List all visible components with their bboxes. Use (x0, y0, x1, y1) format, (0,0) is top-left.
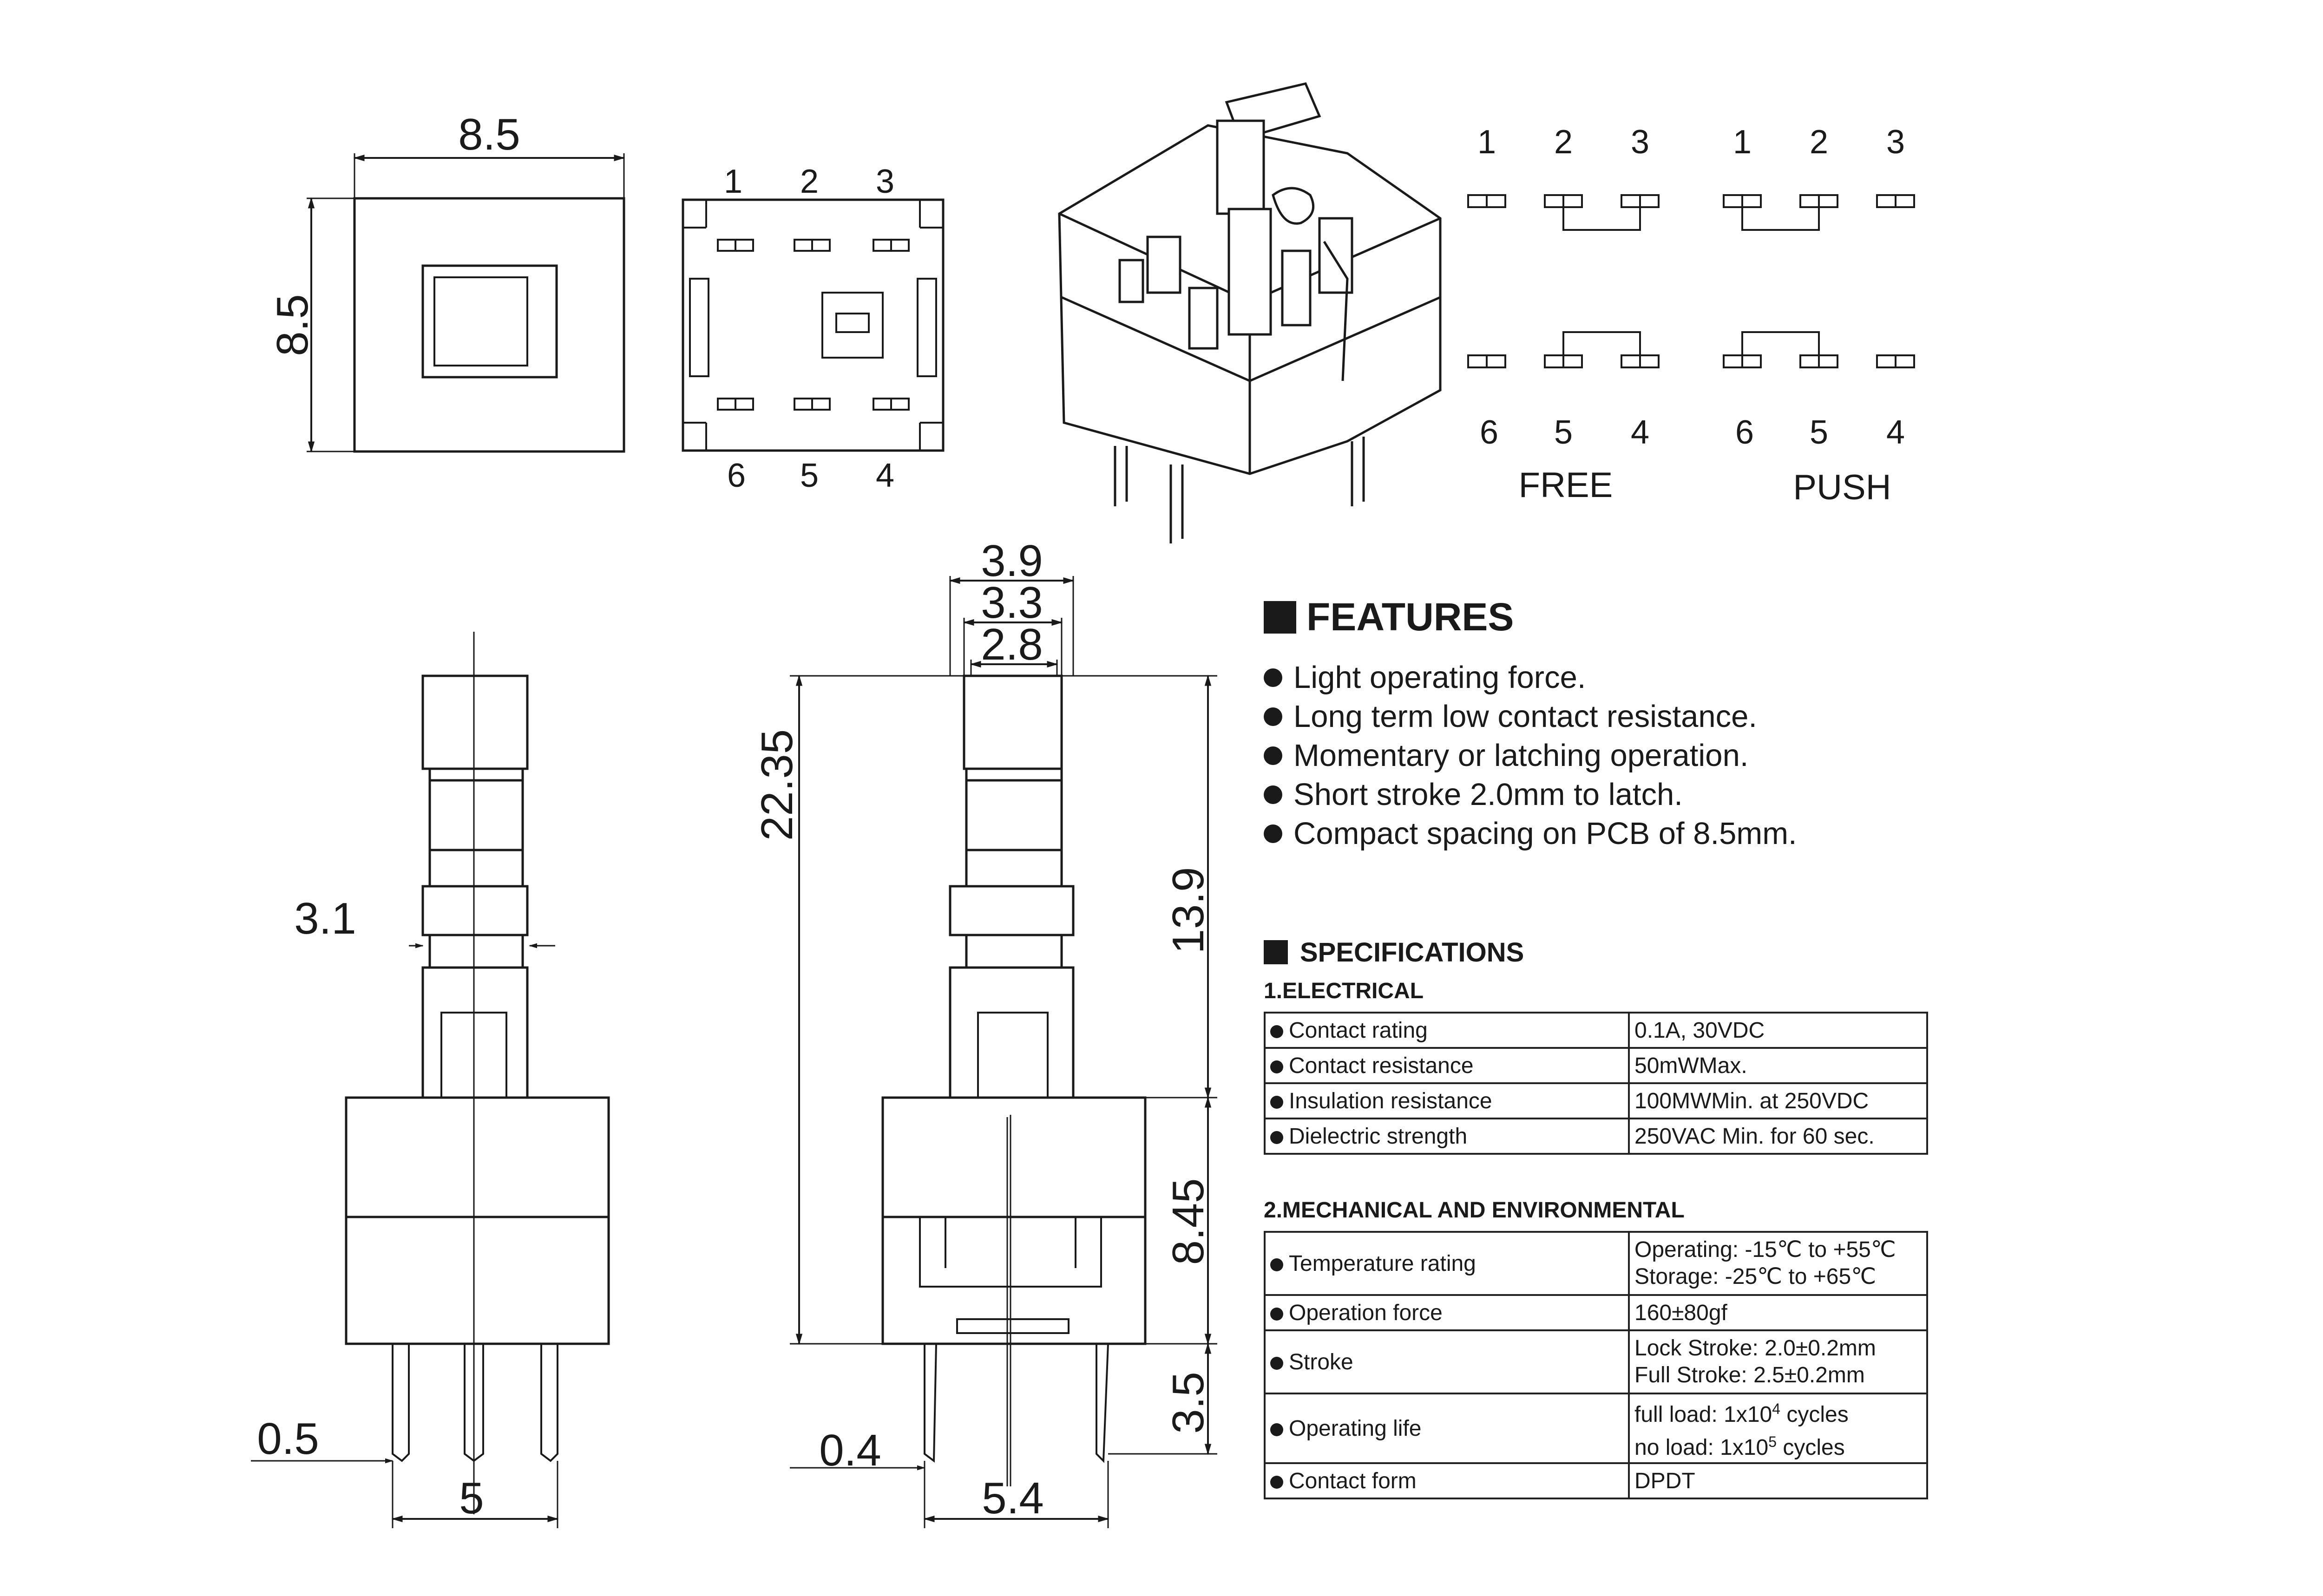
pin-label: 3 (876, 163, 894, 200)
bullet-icon (1270, 1307, 1283, 1321)
total-height-dimension: 22.35 (752, 729, 802, 841)
pin-diameter-dimension: 0.5 (257, 1414, 319, 1464)
table-row: Insulation resistance 100MWMin. at 250VD… (1264, 1082, 1928, 1119)
specifications-heading: SPECIFICATIONS (1264, 934, 1928, 971)
width-dimension-inner: 2.8 (981, 620, 1043, 669)
table-row: Temperature rating Operating: -15℃ to +5… (1264, 1231, 1928, 1296)
push-pin-label: 2 (1810, 124, 1828, 161)
mechanical-title: 2.MECHANICAL AND ENVIRONMENTAL (1264, 1198, 1685, 1223)
feature-item: Short stroke 2.0mm to latch. (1264, 775, 2007, 814)
free-pin-label: 2 (1554, 124, 1573, 161)
push-pin-label: 6 (1735, 414, 1754, 451)
bullet-icon (1270, 1356, 1283, 1370)
feature-item: Momentary or latching operation. (1264, 736, 2007, 775)
bullet-icon (1264, 668, 1282, 687)
schematic-free (1467, 194, 1660, 368)
free-pin-label: 6 (1480, 414, 1498, 451)
table-row: Operation force 160±80gf (1264, 1294, 1928, 1331)
stem-height-dimension: 13.9 (1163, 867, 1213, 954)
body-height-dimension: 8.45 (1163, 1178, 1213, 1265)
top-view-body (353, 197, 625, 453)
side-view: 3.9 3.3 2.8 22.35 13.9 8.45 3.5 0.4 5.4 (752, 536, 1217, 1528)
bullet-icon (1270, 1131, 1283, 1144)
pin-length-dimension: 3.5 (1163, 1372, 1213, 1433)
feature-item: Light operating force. (1264, 658, 2007, 697)
pin-label: 6 (727, 457, 746, 494)
square-bullet-icon (1264, 940, 1288, 964)
bullet-icon (1264, 746, 1282, 765)
top-view-button (421, 264, 558, 379)
table-row: Dielectric strength 250VAC Min. for 60 s… (1264, 1118, 1928, 1155)
free-pin-label: 1 (1477, 124, 1496, 161)
features-section: FEATURES Light operating force. Long ter… (1264, 595, 2007, 853)
bullet-icon (1270, 1060, 1283, 1073)
free-pin-label: 4 (1631, 414, 1649, 451)
top-view-width: 8.5 (458, 110, 520, 159)
free-label: FREE (1519, 465, 1613, 505)
bullet-icon (1270, 1258, 1283, 1271)
electrical-table: Contact rating 0.1A, 30VDC Contact resis… (1264, 1012, 1928, 1155)
bullet-icon (1264, 785, 1282, 804)
specifications-section: SPECIFICATIONS 1.ELECTRICAL Contact rati… (1264, 934, 1928, 1499)
table-row: Contact resistance 50mWMax. (1264, 1047, 1928, 1084)
push-pin-label: 4 (1886, 414, 1905, 451)
bullet-icon (1264, 824, 1282, 843)
bullet-icon (1264, 707, 1282, 726)
push-label: PUSH (1793, 468, 1891, 507)
feature-item: Long term low contact resistance. (1264, 697, 2007, 736)
width-dimension-outer: 3.9 (981, 536, 1043, 586)
specifications-title: SPECIFICATIONS (1300, 937, 1524, 968)
top-view: 8.5 8.5 (268, 110, 625, 453)
bullet-icon (1270, 1423, 1283, 1436)
push-pin-label: 3 (1886, 124, 1905, 161)
front-view: 3.1 0.5 5 (251, 632, 610, 1528)
square-bullet-icon (1264, 601, 1296, 634)
bullet-icon (1270, 1095, 1283, 1109)
free-pin-label: 5 (1554, 414, 1573, 451)
mechanical-table: Temperature rating Operating: -15℃ to +5… (1264, 1231, 1928, 1499)
free-pin-label: 3 (1631, 124, 1649, 161)
table-row: Operating life full load: 1x104 cycles n… (1264, 1393, 1928, 1464)
bottom-view-body (682, 198, 945, 452)
schematic-push (1723, 194, 1915, 368)
push-pin-label: 1 (1733, 124, 1752, 161)
stem-dimension: 3.1 (294, 894, 356, 943)
features-heading: FEATURES (1264, 595, 2007, 640)
table-row: Contact rating 0.1A, 30VDC (1264, 1012, 1928, 1049)
push-pin-label: 5 (1810, 414, 1828, 451)
table-row: Contact form DPDT (1264, 1462, 1928, 1499)
bottom-view: 1 2 3 6 5 4 (682, 163, 945, 494)
bullet-icon (1270, 1025, 1283, 1038)
top-view-height: 8.5 (268, 294, 317, 356)
bullet-icon (1270, 1475, 1283, 1489)
features-title: FEATURES (1306, 595, 1514, 639)
width-dimension-middle: 3.3 (981, 578, 1043, 628)
electrical-title: 1.ELECTRICAL (1264, 979, 1424, 1003)
pin-label: 4 (876, 457, 894, 494)
pin-diameter-dimension: 0.4 (819, 1426, 881, 1475)
pin-pitch-dimension: 5.4 (982, 1473, 1043, 1523)
pin-pitch-dimension: 5 (459, 1473, 484, 1523)
feature-item: Compact spacing on PCB of 8.5mm. (1264, 814, 2007, 853)
isometric-view (1058, 82, 1442, 543)
pin-label: 5 (800, 457, 819, 494)
pin-label: 1 (724, 163, 742, 200)
pin-label: 2 (800, 163, 819, 200)
